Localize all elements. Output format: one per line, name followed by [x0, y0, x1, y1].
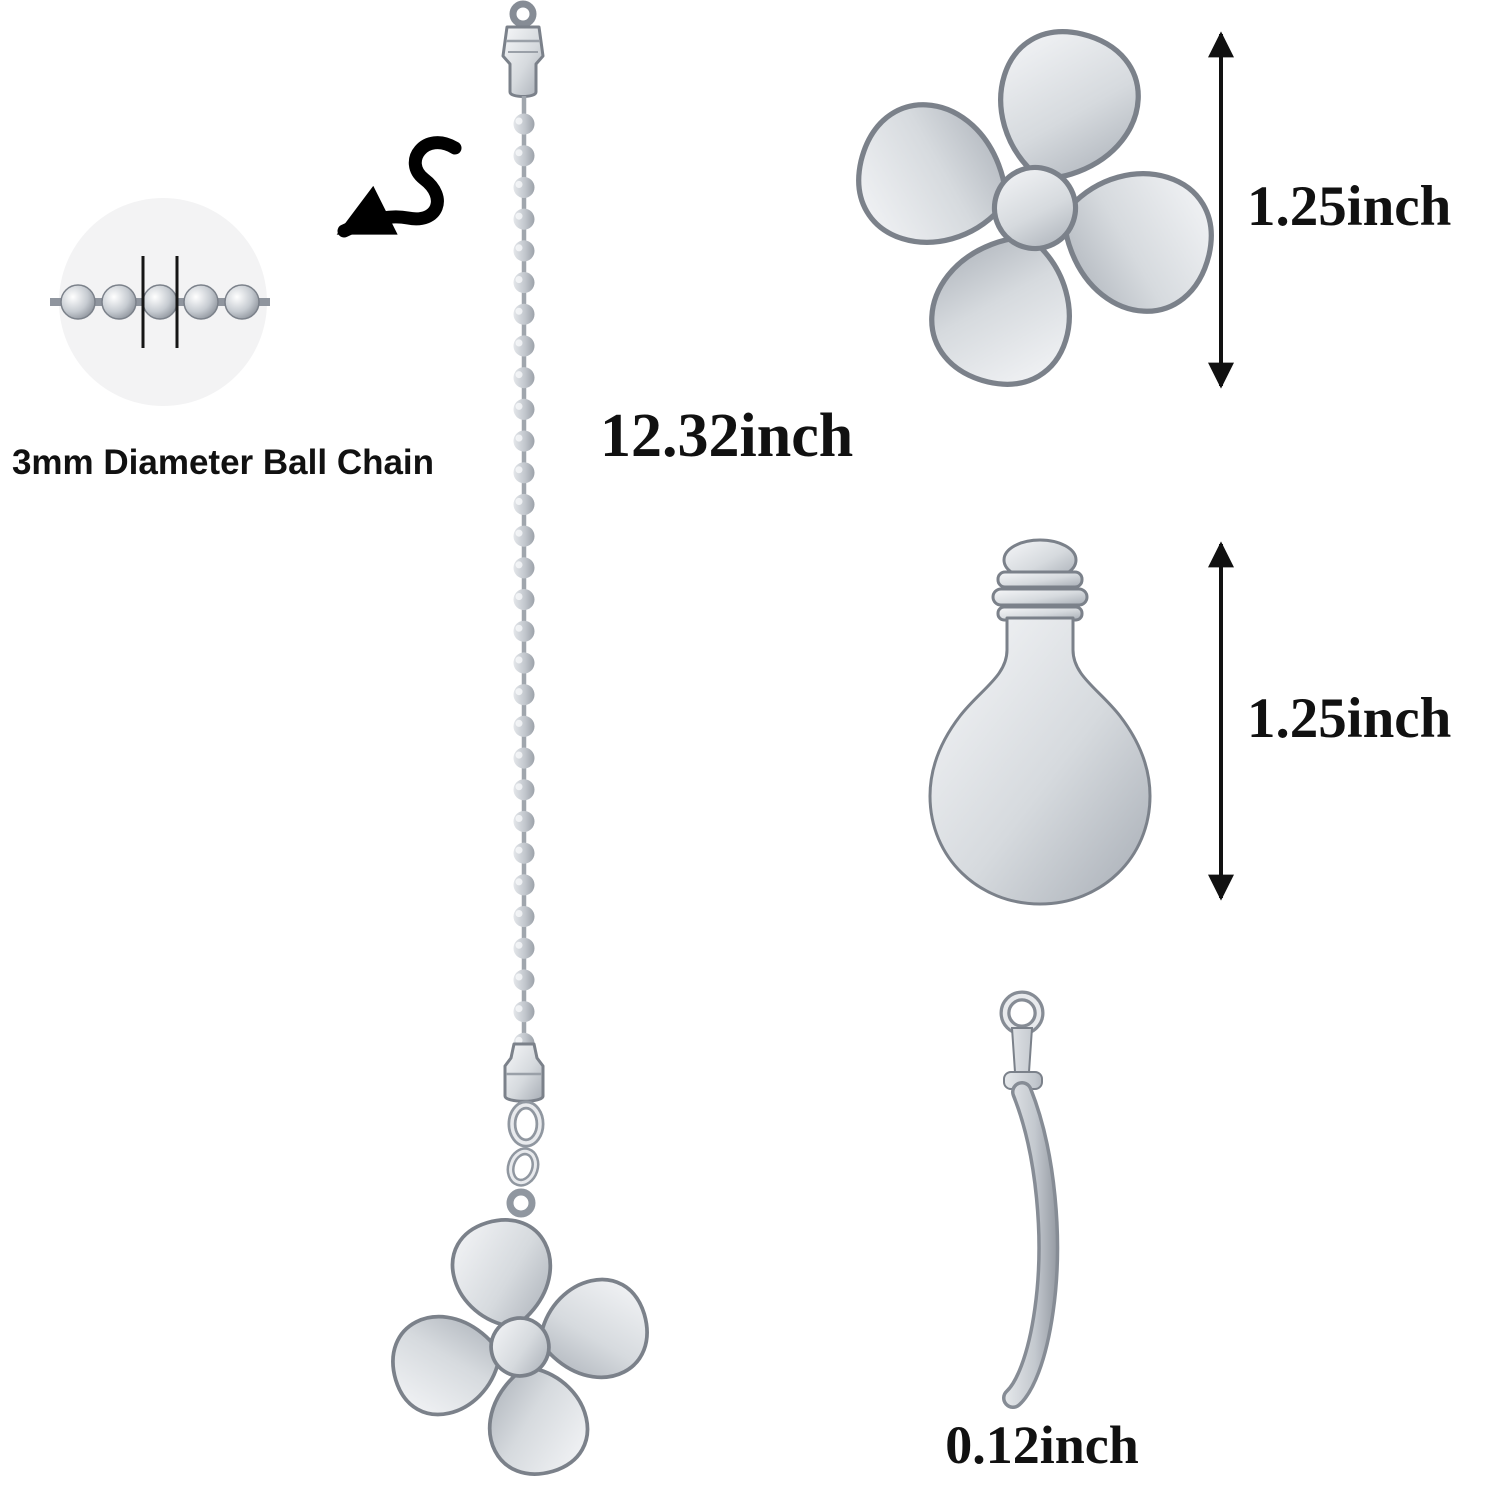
bulb-size-label: 1.25inch	[1247, 687, 1452, 750]
connector-bottom-barrel-icon	[503, 1042, 545, 1103]
chain-connector-bottom	[503, 1042, 545, 1218]
squiggle-arrow-icon	[336, 136, 462, 238]
ball-chain-closeup	[50, 198, 270, 406]
closeup-chain-icon	[50, 284, 270, 320]
chain-connector-top	[501, 0, 545, 98]
fan-pendant-icon	[808, 0, 1262, 435]
closeup-caption: 3mm Diameter Ball Chain	[11, 443, 435, 482]
pendant-side-view-icon	[999, 990, 1060, 1409]
bulb-pendant-icon	[928, 538, 1152, 906]
connector-top-loop-icon	[509, 0, 537, 28]
fan-hanger-loop-icon	[506, 1188, 536, 1218]
chain-length-label: 12.32inch	[600, 402, 854, 470]
fan-pendant-on-chain	[367, 1194, 672, 1499]
thickness-label: 0.12inch	[945, 1415, 1139, 1475]
ball-chain	[513, 96, 535, 1057]
connector-top-barrel-icon	[501, 25, 545, 98]
fan-size-label: 1.25inch	[1247, 175, 1452, 238]
closeup-measure-lines	[141, 256, 179, 348]
